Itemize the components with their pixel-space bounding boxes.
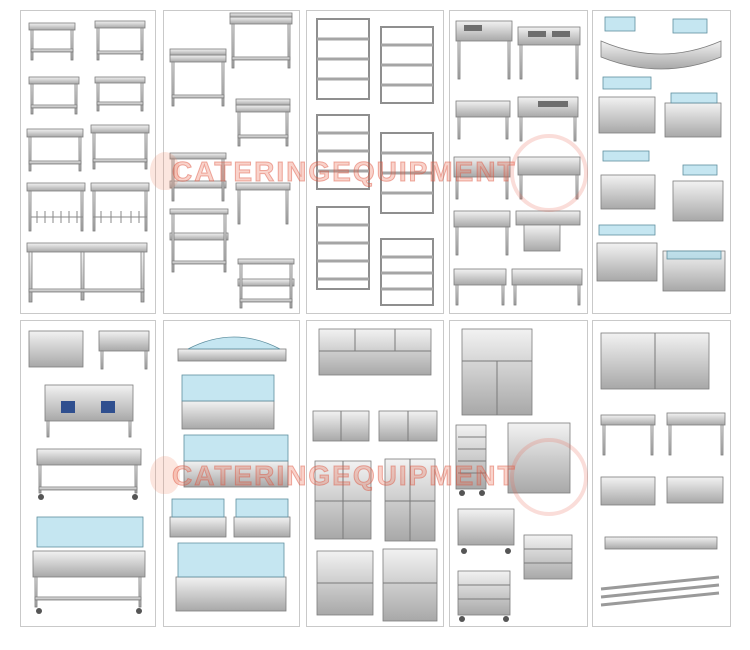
panel-shelving-racks — [306, 10, 444, 314]
food-warmers-illustration — [169, 336, 291, 612]
panel-trolleys — [449, 320, 588, 627]
panel-worktables — [20, 10, 156, 314]
storage-cabinets-illustration — [312, 328, 438, 622]
panel-storage-cabinets — [306, 320, 444, 627]
panel-sink-tables — [449, 10, 588, 314]
shelving-racks-illustration — [316, 18, 434, 306]
panel-food-warmers — [163, 320, 300, 627]
trolleys-illustration — [455, 328, 573, 622]
wall-cabinets-illustration — [600, 332, 726, 607]
panel-overshelf-tables — [163, 10, 300, 314]
panel-wall-cabinets — [592, 320, 731, 627]
buffet-stations-illustration — [596, 16, 726, 292]
food-carts-illustration — [28, 330, 150, 614]
overshelf-tables-illustration — [169, 12, 295, 309]
panel-buffet-stations — [592, 10, 731, 314]
worktables-illustration — [26, 20, 150, 303]
panel-food-carts — [20, 320, 156, 627]
sink-tables-illustration — [453, 20, 583, 306]
